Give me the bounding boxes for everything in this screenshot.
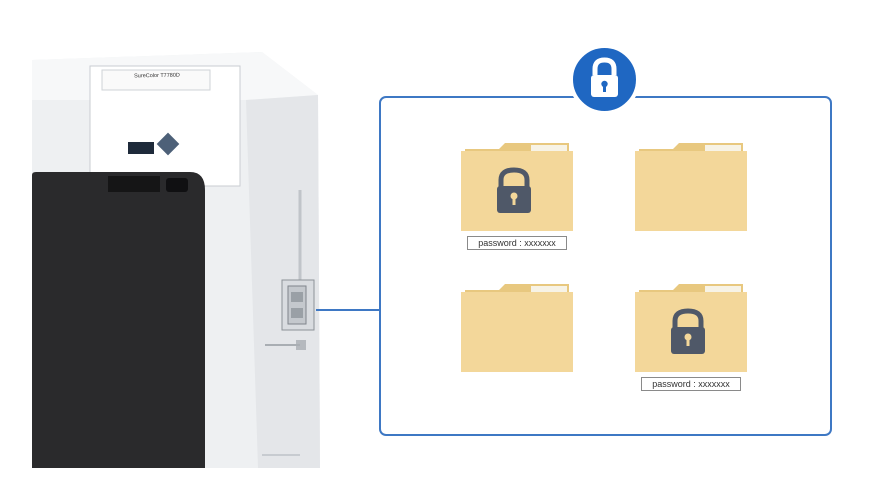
folder-icon xyxy=(459,282,575,374)
folder-icon xyxy=(633,141,749,233)
locked-folder-icon xyxy=(633,282,749,374)
padlock-icon xyxy=(569,44,640,115)
password-label: password : xxxxxxx xyxy=(467,236,567,250)
printer-illustration: SureColor T7780D xyxy=(0,0,330,475)
password-label: password : xxxxxxx xyxy=(641,377,741,391)
secure-storage-panel xyxy=(379,96,832,436)
locked-folder-icon xyxy=(459,141,575,233)
connector-line xyxy=(316,309,380,311)
